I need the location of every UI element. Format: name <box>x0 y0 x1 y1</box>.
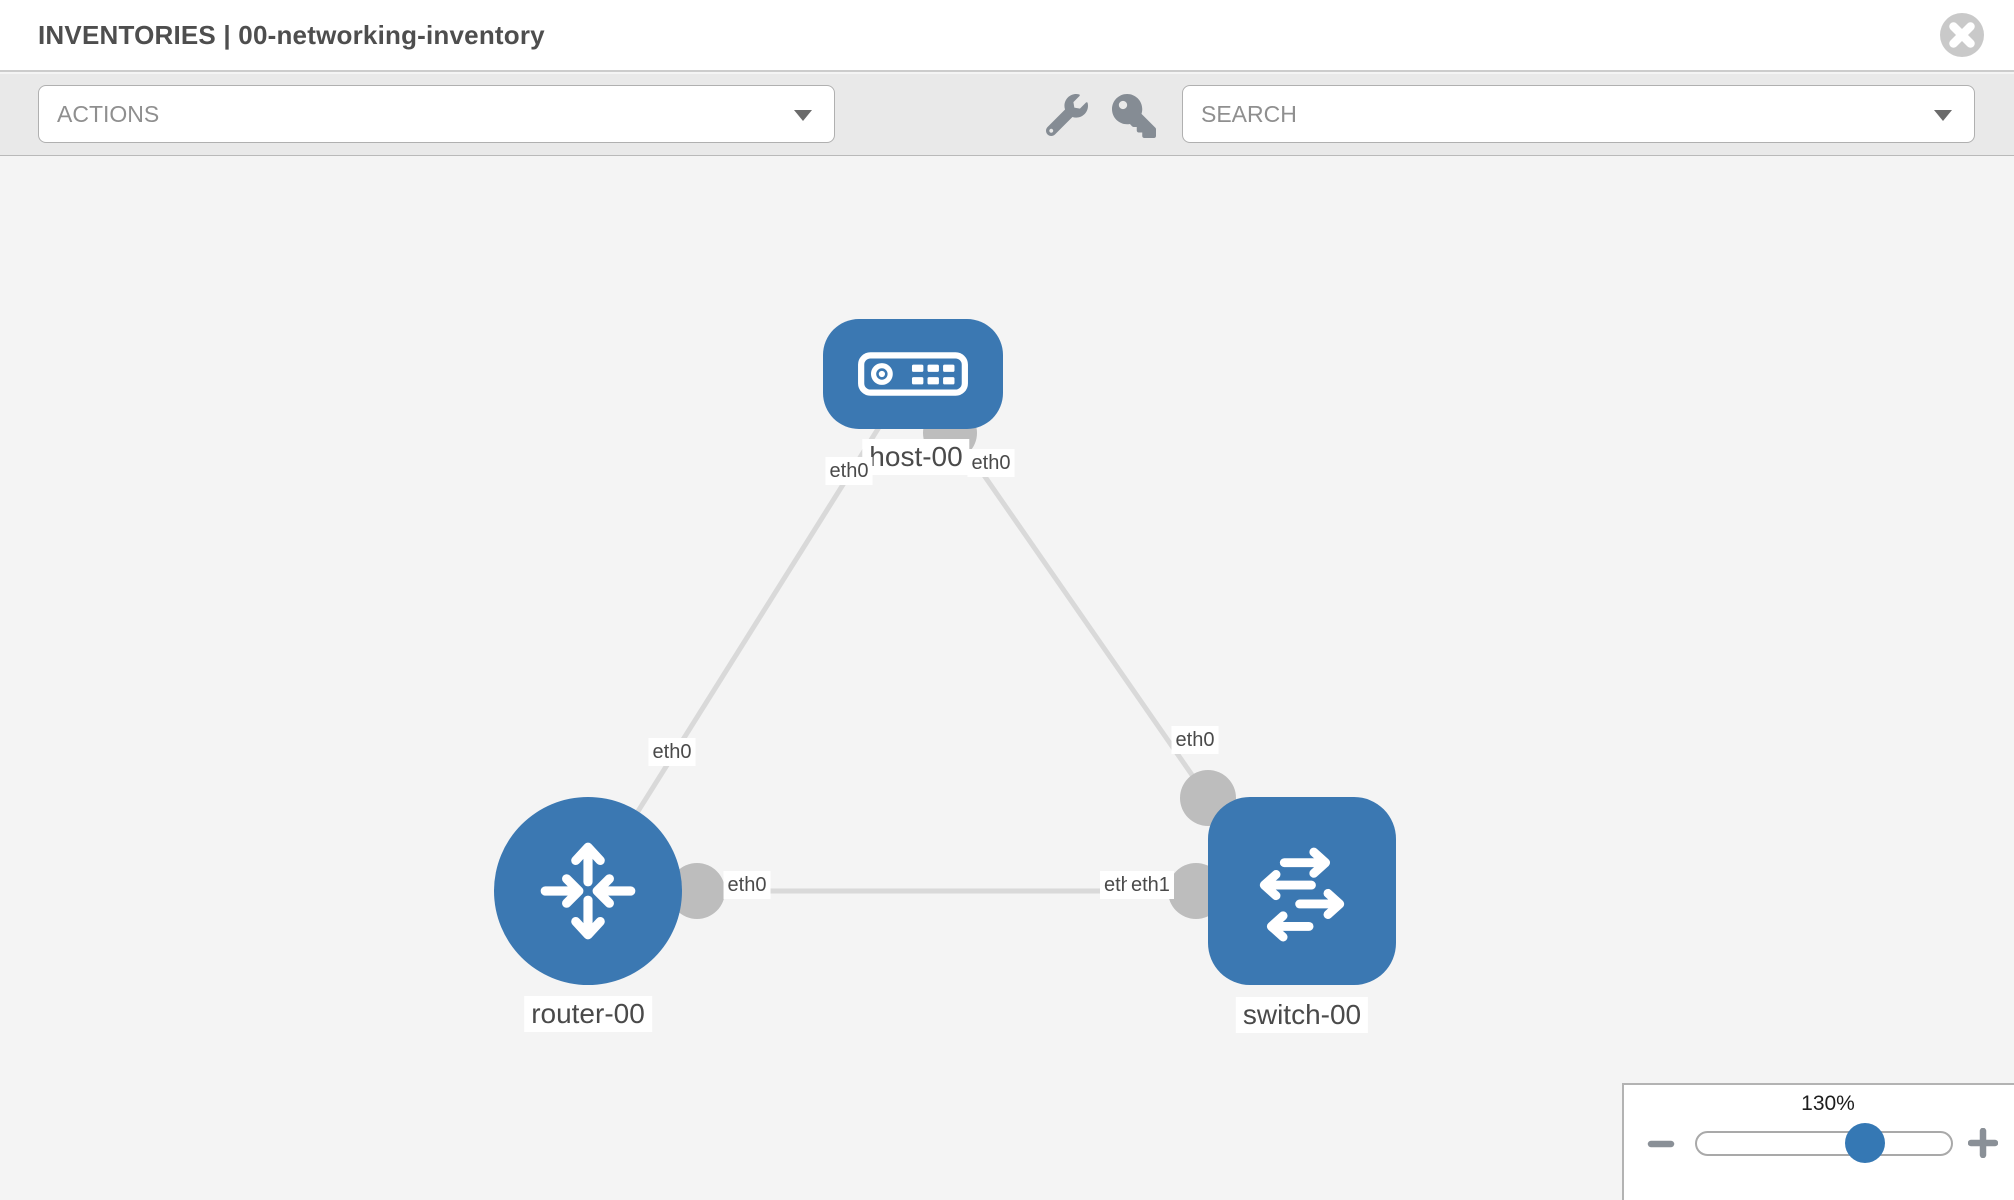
search-dropdown-label: SEARCH <box>1201 101 1297 127</box>
toolbar: ACTIONS SEARCH <box>0 74 2014 156</box>
zoom-level-value: 130% <box>1801 1092 1855 1115</box>
node-host-00[interactable] <box>823 319 1003 429</box>
plus-icon <box>1967 1127 1999 1159</box>
page-title: INVENTORIES | 00-networking-inventory <box>38 20 545 50</box>
interface-label-host-left: eth0 <box>825 457 873 485</box>
key-button[interactable] <box>1112 94 1156 143</box>
topology-edges <box>585 371 1236 919</box>
node-label-router: router-00 <box>524 996 652 1032</box>
interface-label-switch-left-front: eth1 <box>1127 871 1174 899</box>
wrench-icon <box>1045 94 1088 137</box>
minus-icon <box>1647 1140 1675 1148</box>
zoom-control-panel: 130% <box>1622 1083 2014 1200</box>
zoom-slider-track[interactable] <box>1695 1131 1953 1156</box>
node-switch-00[interactable] <box>1208 797 1396 985</box>
wrench-button[interactable] <box>1045 94 1088 141</box>
switch-icon <box>1259 847 1345 942</box>
interface-dot-router <box>669 863 725 919</box>
interface-label-switch-top: eth0 <box>1171 726 1219 754</box>
actions-dropdown-label: ACTIONS <box>57 101 160 127</box>
node-router-00[interactable] <box>494 797 682 985</box>
node-label-host: host-00 <box>862 439 970 475</box>
actions-dropdown[interactable]: ACTIONS <box>38 85 835 143</box>
interface-label-router-top: eth0 <box>648 738 696 766</box>
header-bar: INVENTORIES | 00-networking-inventory <box>0 0 2014 72</box>
interface-label-router-right: eth0 <box>723 871 771 899</box>
chevron-down-icon <box>794 110 812 121</box>
topology-canvas[interactable]: host-00 router-00 switch-00 eth0 eth0 et… <box>0 157 2014 1200</box>
zoom-out-button[interactable] <box>1647 1133 1675 1160</box>
key-icon <box>1112 94 1156 138</box>
close-icon <box>1940 13 1984 57</box>
node-label-switch: switch-00 <box>1235 997 1369 1033</box>
search-dropdown[interactable]: SEARCH <box>1182 85 1975 143</box>
zoom-in-button[interactable] <box>1967 1127 1999 1163</box>
host-icon <box>858 352 968 396</box>
router-icon <box>540 842 636 940</box>
chevron-down-icon <box>1934 110 1952 121</box>
interface-label-host-right: eth0 <box>967 449 1015 477</box>
zoom-slider-handle[interactable] <box>1845 1123 1885 1163</box>
close-button[interactable] <box>1939 12 1985 58</box>
